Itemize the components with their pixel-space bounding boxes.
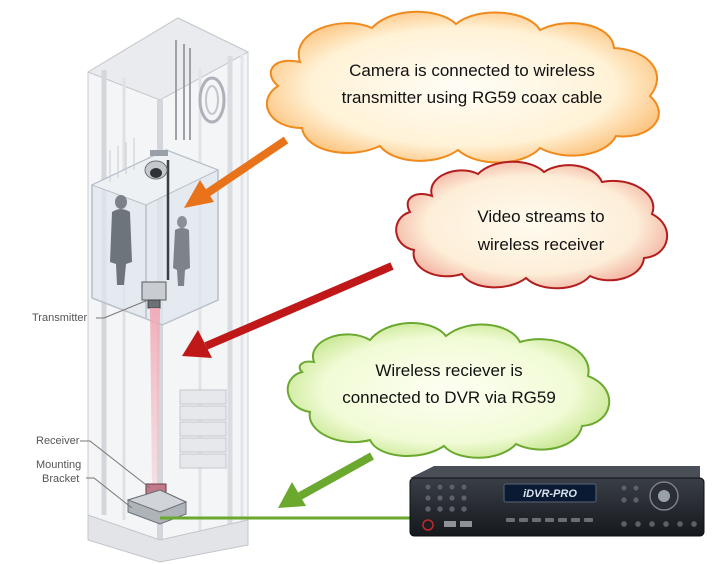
receiver-label: Receiver — [36, 435, 80, 447]
red-arrow — [182, 262, 394, 358]
transmitter-label: Transmitter — [32, 312, 88, 324]
callout-camera-line1: Camera is connected to wireless — [349, 61, 595, 80]
dvr-right-buttons — [620, 484, 698, 528]
label-leaders — [80, 299, 151, 509]
mounting-bracket-label-line1: Mounting — [36, 459, 81, 471]
callout-cloud-camera: Camera is connected to wireless transmit… — [266, 10, 660, 164]
dvr-button-row — [506, 518, 593, 522]
callout-cloud-receiver: Wireless reciever is connected to DVR vi… — [286, 322, 611, 459]
wireless-beam — [150, 308, 160, 488]
transmitter-device-icon — [141, 281, 167, 309]
dvr-keypad — [424, 483, 468, 513]
callout-receiver-line2: connected to DVR via RG59 — [342, 388, 556, 407]
callout-receiver-line1: Wireless reciever is — [375, 361, 522, 380]
passenger-silhouettes — [110, 195, 190, 286]
mounting-bracket-label-line2: Bracket — [42, 473, 79, 485]
orange-arrow — [184, 136, 289, 208]
dvr-brand-label: iDVR-PRO — [523, 488, 577, 500]
callout-cloud-video: Video streams to wireless receiver — [395, 160, 669, 290]
receiver-device-icon — [126, 483, 188, 525]
dvr-display-window — [503, 483, 597, 503]
callout-camera-line2: transmitter using RG59 coax cable — [342, 88, 603, 107]
green-arrow — [278, 452, 374, 508]
dome-camera-icon — [144, 150, 168, 180]
dvr-jog-dial-icon — [649, 481, 679, 511]
dvr-unit: iDVR-PRO — [409, 466, 705, 537]
elevator-car — [90, 138, 220, 326]
callout-video-line1: Video streams to — [477, 207, 604, 226]
dvr-power-button — [422, 519, 434, 531]
callout-video-line2: wireless receiver — [477, 235, 605, 254]
